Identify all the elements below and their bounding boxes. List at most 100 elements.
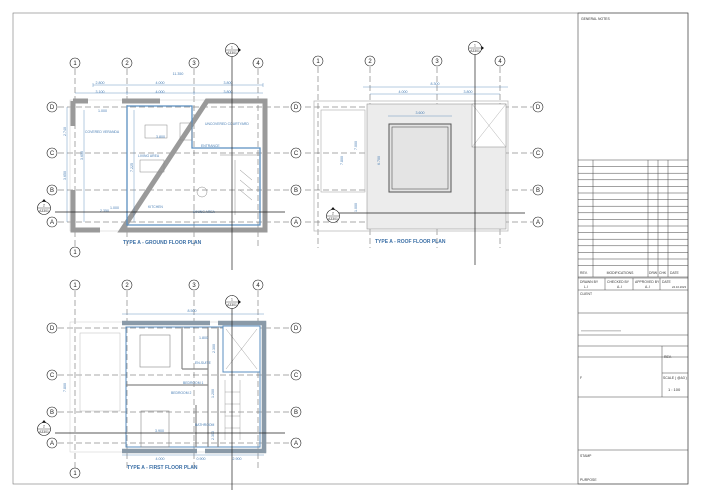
grid-bubble-circle [532,101,544,113]
dim-label: 2.740 [63,127,67,136]
dim-label: 3.900 [155,429,164,433]
dim-overall: 8.300 [431,82,440,86]
section-sheet: A3301 [328,217,338,221]
grid-bubble: 1 [312,55,324,67]
grid-bubble: B [290,406,302,418]
grid-bubble-circle [121,57,133,69]
grid-bubble-circle [69,57,81,69]
roof-parapet [388,123,452,193]
section-number: 1 [474,44,476,48]
drawn-by-value: L.I [584,285,588,289]
drw-header: DRW [649,271,658,275]
grid-bubble-circle [69,246,81,258]
section-sheet: A3301 [227,303,237,307]
dim-label: 3.800 [224,81,233,85]
section-sheet: A3301 [39,209,49,213]
approved-by-label: APPROVED BY [635,280,660,284]
first-insulation [125,326,261,448]
grid-bubble-circle [46,184,58,196]
rev-header: REV. [580,271,588,275]
sofa [139,159,165,173]
grid-bubble-circle [290,184,302,196]
grid-bubble: 3 [188,279,200,291]
grid-bubble: 2 [121,57,133,69]
dim-label: 7.800 [63,383,67,392]
general-notes-label: GENERAL NOTES [581,17,610,21]
dim-label: 4.000 [156,90,165,94]
grid-bubble-label: B [50,410,54,416]
bed-2 [140,410,170,448]
grid-bubble-circle [532,216,544,228]
dim-label: 1.800 [199,336,208,340]
section-number: 1 [231,298,233,302]
grid-bubble-label: B [294,410,298,416]
dim-label: 6.700 [377,156,381,165]
grid-bubble: B [532,184,544,196]
f-label: F [580,376,582,380]
staircase [220,154,260,215]
section-sheet: A3301 [227,51,237,55]
dim-label: 3.650 [63,171,67,180]
grid-bubble-label: D [536,105,541,111]
grid-bubble-circle [290,369,302,381]
pergola [320,109,366,193]
ground-dimension-lines [66,83,264,222]
grid-bubble-circle [290,322,302,334]
revision-table [578,159,688,278]
grid-bubble-circle [312,55,324,67]
approved-by-value: A..I [645,285,650,289]
dim-label: 1.200 [211,389,215,398]
dim-label: 2.300 [211,431,215,440]
grid-bubble-label: 1 [73,61,77,67]
grid-bubble: D [532,101,544,113]
modifications-header: MODIFICATIONS [607,271,634,275]
grid-bubble-circle [46,437,58,449]
grid-bubble-label: B [536,188,540,194]
cabinet [179,122,193,141]
grid-bubble: C [46,369,58,381]
grid-bubble: A [46,437,58,449]
grid-bubble-label: C [50,151,55,157]
grid-bubble: 4 [252,57,264,69]
grid-bubble: 3 [188,57,200,69]
section-number: 2 [43,204,45,208]
grid-bubble: 1 [69,467,81,479]
grid-bubble: C [290,369,302,381]
grid-bubble: 3 [431,55,443,67]
rev-label: REV. [664,355,672,359]
void-cross [225,328,258,370]
grid-bubble-circle [532,184,544,196]
grid-bubble: 1 [69,246,81,258]
grid-bubble-label: 4 [256,61,260,67]
grid-bubble-label: D [294,326,299,332]
grid-bubble-circle [431,55,443,67]
section-number: 2 [332,212,334,216]
sheet-border [12,12,689,485]
room-en-suite: EN-SUITE [195,361,212,365]
grid-bubble-label: 1 [73,471,77,477]
checked-by-value: A..I [617,285,622,289]
drawn-by-label: DRAWN BY [580,280,599,284]
dim-label: 2.300 [212,344,216,353]
dim-label: 7.000 [354,141,358,150]
grid-bubble-label: C [536,151,541,157]
dim-label: 0.900 [197,457,206,461]
first-floor-plan: 8.500 4.000 0.900 2.900 1.800 2.300 7.80… [63,309,267,471]
grid-bubble-circle [290,101,302,113]
room-bedroom-1: BEDROOM 1 [183,381,203,385]
dim-label: 3.800 [224,90,233,94]
grid-bubble-label: 3 [435,59,439,65]
grid-bubble-circle [364,55,376,67]
dim-label: 3.600 [416,111,425,115]
date-value: 24.10.2023 [672,285,686,289]
dim-label: 1.000 [98,109,107,113]
room-uncovered-courtyard: UNCOVERED COURTYARD [205,122,249,126]
grid-bubble-label: A [294,220,298,226]
room-bedroom-2: BEDROOM 2 [171,391,191,395]
